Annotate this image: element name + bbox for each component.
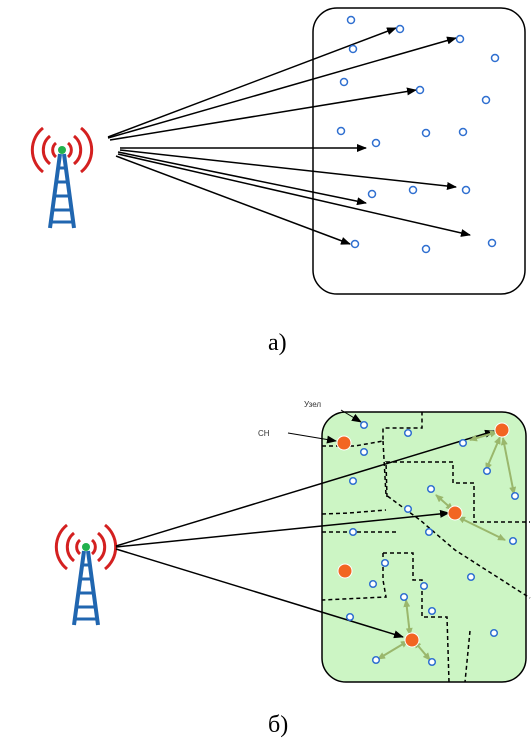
sensor-node [346,15,356,25]
sensor-node [466,572,476,582]
sensor-node [403,428,413,438]
sensor-node [508,536,518,546]
sensor-node [421,244,431,254]
sensor-node [371,655,381,665]
sensor-node [345,612,355,622]
cluster-head [404,632,420,648]
sensor-node [458,127,468,137]
sensor-node [339,77,349,87]
sensor-field-a [312,7,526,295]
intra-cluster-arrows [377,430,517,661]
sensor-node [481,95,491,105]
sensor-node [461,185,471,195]
sensor-node [510,491,520,501]
sensor-node [350,239,360,249]
label-arrows [287,409,362,444]
sensor-node [419,581,429,591]
tower-icon-b [54,523,118,626]
sensor-node [458,438,468,448]
caption-b: б) [268,712,289,738]
sensor-node [415,85,425,95]
sensor-node [371,138,381,148]
sensor-node [368,579,378,589]
figure-a [30,7,526,295]
sensor-node [399,592,409,602]
sensor-node [359,420,369,430]
sensor-node [367,189,377,199]
cluster-head [337,563,353,579]
cluster-head [494,422,510,438]
sensor-node [490,53,500,63]
sensor-node [395,24,405,34]
sensor-node [487,238,497,248]
sensor-node [380,558,390,568]
sensor-node [421,128,431,138]
sensor-node [427,657,437,667]
arrows-b [115,429,495,639]
cluster-heads [336,422,510,648]
sensor-node [408,185,418,195]
cluster-head-label: CH [258,429,270,438]
sensor-node [348,476,358,486]
node-label: Узел [304,400,321,409]
tower-icon-a [30,126,94,229]
arrows-a [107,27,471,245]
cluster-head [447,505,463,521]
sensor-node [403,504,413,514]
sensor-node [427,606,437,616]
caption-a: а) [268,330,287,356]
sensor-nodes-b [345,420,520,667]
cluster-head [336,435,352,451]
sensor-node [348,44,358,54]
sensor-node [359,447,369,457]
sensor-node [482,466,492,476]
sensor-node [426,484,436,494]
figure-b: Узел CH [54,400,531,683]
sensor-node [455,34,465,44]
sensor-node [336,126,346,136]
sensor-field-b [321,411,527,683]
sensor-node [489,628,499,638]
sensor-node [348,527,358,537]
sensor-node [424,527,434,537]
sensor-nodes-a [336,15,500,254]
